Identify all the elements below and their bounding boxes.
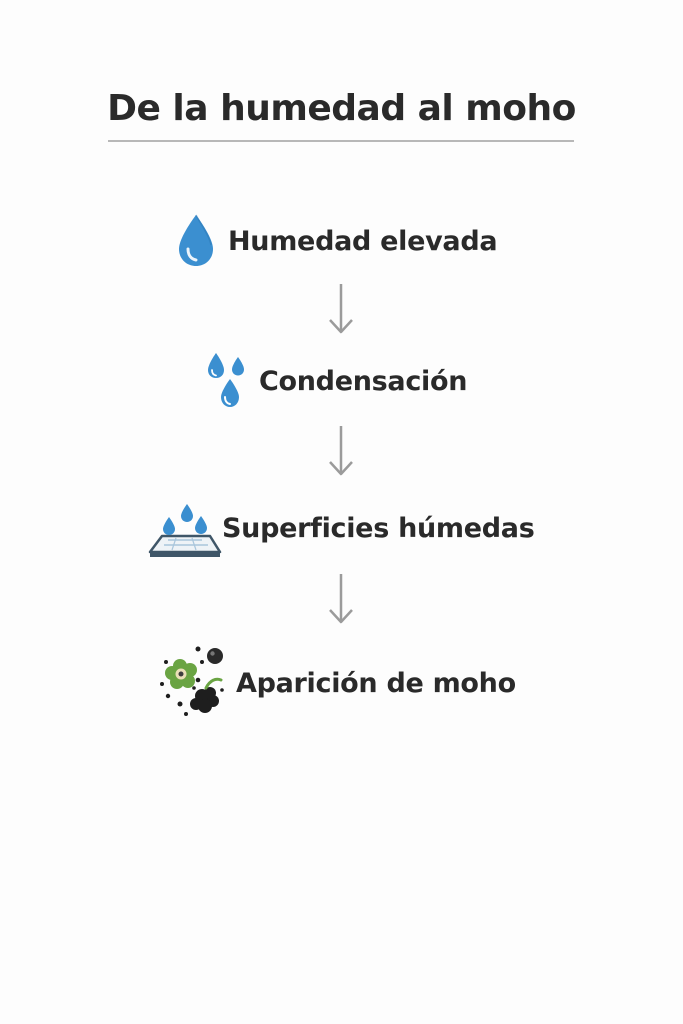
page-title: De la humedad al moho (107, 88, 576, 129)
arrow-down-icon (329, 426, 353, 476)
condensation-drops-icon (208, 353, 244, 407)
water-drop-icon (179, 214, 213, 266)
step-label: Humedad elevada (228, 226, 498, 257)
step-condensacion: Condensación (0, 345, 683, 425)
step-humedad-elevada: Humedad elevada (0, 205, 683, 285)
mold-spores-icon (160, 646, 224, 716)
arrow-down-icon (329, 574, 353, 624)
step-label: Aparición de moho (236, 668, 516, 699)
step-aparicion-de-moho: Aparición de moho (0, 642, 683, 722)
title-divider (108, 140, 574, 142)
wet-surface-icon (148, 504, 222, 557)
step-label: Condensación (259, 366, 468, 397)
step-superficies-humedas: Superficies húmedas (0, 492, 683, 572)
arrow-down-icon (329, 284, 353, 334)
step-label: Superficies húmedas (222, 513, 535, 544)
